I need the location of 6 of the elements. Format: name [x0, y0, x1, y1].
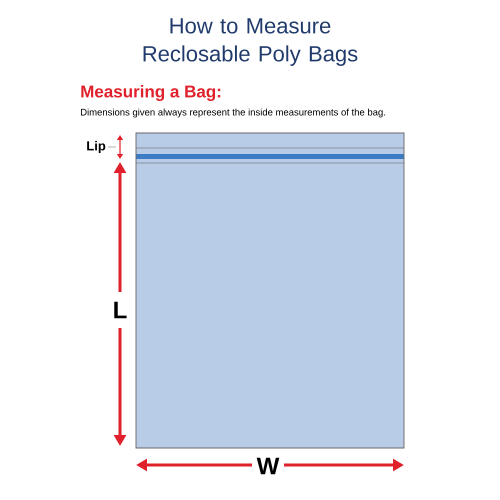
heading: Measuring a Bag:: [81, 85, 220, 101]
note: Dimensions given always represent the inside measurements of the bag.: [80, 108, 386, 118]
title: How to Measure Reclosable Poly Bags: [144, 18, 358, 66]
dimension-label: L: [114, 302, 127, 318]
dimension-label: Lip: [87, 140, 106, 154]
dimension-label: W: [256, 458, 280, 474]
